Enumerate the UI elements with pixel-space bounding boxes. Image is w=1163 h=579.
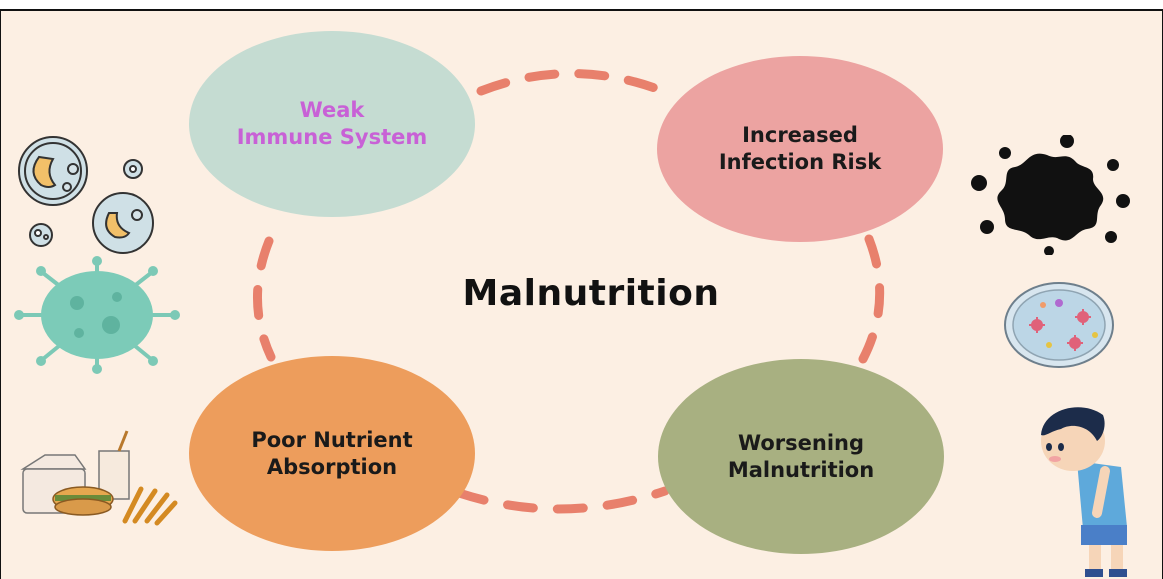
virus-icon — [14, 256, 180, 374]
center-title: Malnutrition — [462, 272, 720, 314]
bacteria-icon — [18, 136, 154, 254]
cycle-node-poor-nutrient-absorption: Poor Nutrient Absorption — [189, 356, 475, 551]
node-label-increased-infection-risk: Increased Infection Risk — [718, 123, 882, 174]
sick-boy-icon — [1041, 407, 1127, 577]
germ-splat-icon — [971, 135, 1130, 255]
cycle-node-increased-infection-risk: Increased Infection Risk — [657, 56, 943, 242]
node-label-weak-immune-system: Weak Immune System — [236, 98, 428, 149]
cycle-node-worsening-malnutrition: Worsening Malnutrition — [658, 359, 944, 554]
node-label-worsening-malnutrition: Worsening Malnutrition — [727, 430, 875, 482]
junk-food-icon — [20, 430, 178, 526]
node-label-poor-nutrient-absorption: Poor Nutrient Absorption — [251, 427, 413, 479]
petri-dish-icon — [1004, 282, 1114, 368]
diagram-canvas: Weak Immune System Increased Infection R… — [0, 9, 1163, 579]
cycle-dashed-connector — [253, 69, 885, 514]
cycle-node-weak-immune-system: Weak Immune System — [189, 31, 475, 217]
